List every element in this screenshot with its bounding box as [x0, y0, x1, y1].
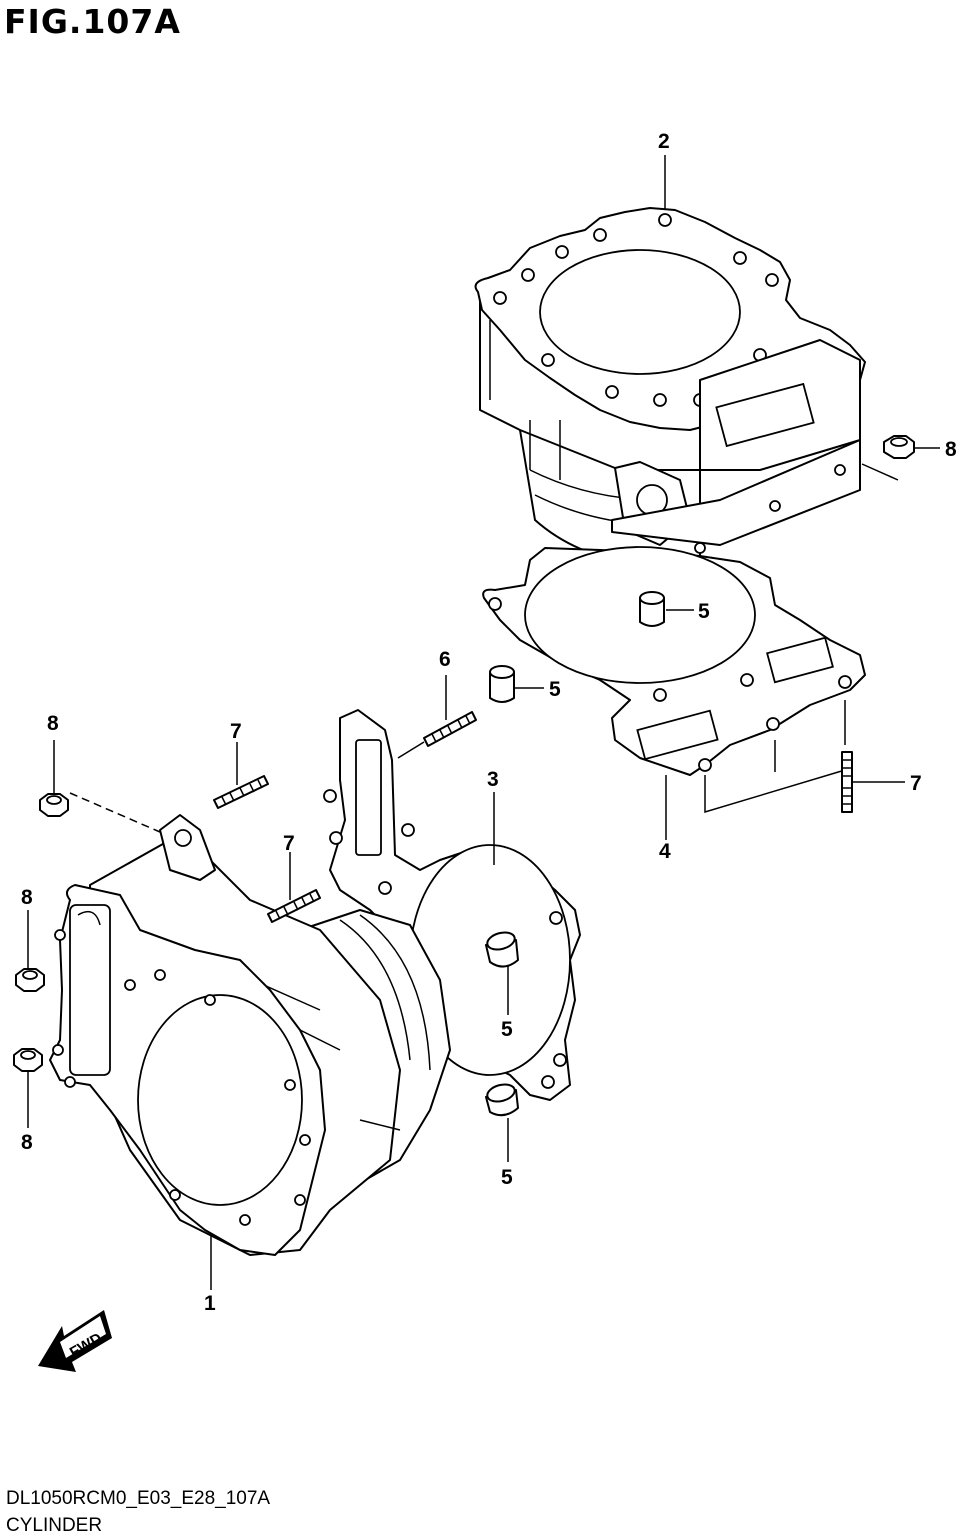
stud-bolt-7-top[interactable]	[213, 775, 269, 809]
stud-bolt-7-right[interactable]	[841, 751, 853, 813]
callout-6: 6	[439, 648, 451, 671]
callout-2: 2	[658, 130, 670, 153]
callout-7-mid: 7	[283, 832, 295, 855]
stud-bolt-7-mid[interactable]	[267, 889, 321, 923]
nut-8-left-mid[interactable]	[15, 968, 45, 992]
callout-5-upper: 5	[698, 600, 710, 623]
nut-8-left-low[interactable]	[13, 1048, 43, 1072]
part-3-front-gasket[interactable]	[323, 709, 581, 1101]
callout-5-mid: 5	[549, 678, 561, 701]
callout-1: 1	[204, 1292, 216, 1315]
callout-8-upper-right: 8	[945, 438, 957, 461]
dowel-pin-gasket[interactable]	[485, 930, 519, 968]
stud-bolt-6[interactable]	[423, 711, 477, 747]
callout-7-top: 7	[230, 720, 242, 743]
part-1-front-cylinder[interactable]	[49, 814, 451, 1256]
nut-8-left-top[interactable]	[39, 793, 69, 817]
callout-8-left-low: 8	[21, 1131, 33, 1154]
nut-8-upper-right[interactable]	[883, 435, 915, 459]
callout-7-right: 7	[910, 772, 922, 795]
part-2-rear-cylinder[interactable]	[474, 207, 866, 566]
callout-8-left-mid: 8	[21, 886, 33, 909]
figure-code: DL1050RCM0_E03_E28_107A	[6, 1488, 271, 1509]
figure-title: FIG.107A	[4, 2, 181, 41]
part-4-rear-gasket[interactable]	[482, 546, 866, 814]
callout-8-left-top: 8	[47, 712, 59, 735]
fwd-arrow-icon: FWD	[38, 1310, 112, 1372]
callout-3: 3	[487, 768, 499, 791]
dowel-pin-upper[interactable]	[639, 591, 665, 627]
callout-5-lower: 5	[501, 1166, 513, 1189]
dowel-pin-mid[interactable]	[489, 665, 515, 703]
leader-lines	[27, 155, 940, 1290]
dowel-pin-lower[interactable]	[485, 1082, 519, 1117]
callout-4: 4	[659, 840, 671, 863]
figure-name: CYLINDER	[6, 1515, 103, 1536]
callout-5-gasket: 5	[501, 1018, 513, 1041]
